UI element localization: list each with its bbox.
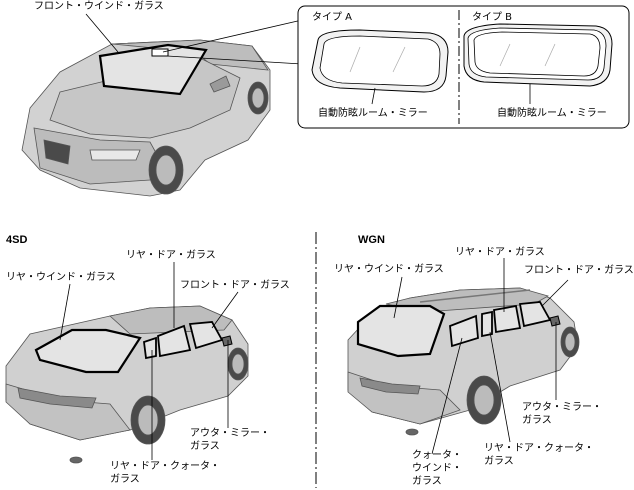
wagon-rear-quarter-glass (482, 312, 492, 336)
sedan-title: 4SD (6, 234, 27, 246)
type-a-label: タイプ A (312, 12, 352, 24)
wagon-title: WGN (358, 234, 385, 246)
sedan-outer-mirror-label-1: アウタ・ミラー・ (190, 428, 270, 440)
wagon-outer-mirror-label-1: アウタ・ミラー・ (522, 402, 602, 414)
wagon-outer-mirror (550, 316, 560, 326)
sedan-quarter-glass (144, 338, 156, 358)
sedan-front-door-glass-label: フロント・ドア・ガラス (180, 280, 290, 292)
wagon-rear-window-glass-label: リヤ・ウインド・ガラス (334, 264, 444, 276)
wagon-outer-mirror-label-2: ガラス (522, 415, 552, 427)
type-b-label: タイプ B (472, 12, 512, 24)
windshield-label: フロント・ウインド・ガラス (34, 1, 164, 13)
sedan-rear-quarter-label-1: リヤ・ドア・クォータ・ (110, 461, 220, 473)
wagon-rear-door-glass (494, 306, 520, 332)
wagon-rear-quarter-label-1: リヤ・ドア・クォータ・ (484, 443, 594, 455)
sedan-rear-door-glass-label: リヤ・ドア・ガラス (126, 250, 216, 262)
wagon-quarter-window-label-2: ウインド・ (412, 463, 462, 475)
wagon-rear-quarter-label-2: ガラス (484, 456, 514, 468)
wagon-quarter-window-label-3: ガラス (412, 476, 442, 488)
wagon-rear-door-glass-label: リヤ・ドア・ガラス (455, 247, 545, 259)
mirror-b-label: 自動防眩ルーム・ミラー (497, 108, 607, 120)
sedan-outer-mirror (222, 336, 232, 346)
wagon-quarter-window-label-1: クォータ・ (412, 450, 462, 462)
sedan-outer-mirror-label-2: ガラス (190, 441, 220, 453)
wagon-front-door-glass-label: フロント・ドア・ガラス (524, 265, 634, 277)
mirror-location-marker (152, 49, 168, 56)
sedan-rear-window-glass-label: リヤ・ウインド・ガラス (6, 272, 116, 284)
mirror-a-label: 自動防眩ルーム・ミラー (318, 108, 428, 120)
sedan-rear-quarter-label-2: ガラス (110, 474, 140, 486)
wagon-rear-window-outline (358, 306, 444, 356)
